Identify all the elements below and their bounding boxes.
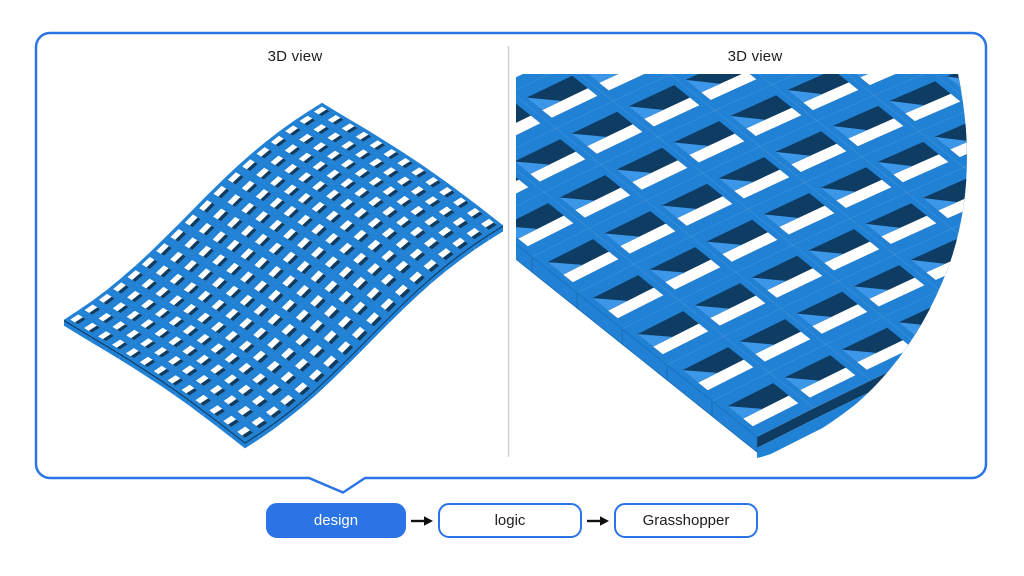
workflow-bar: design logic Grasshopper	[0, 503, 1024, 538]
flow-node-design[interactable]: design	[266, 503, 406, 538]
flow-arrow-icon	[411, 515, 433, 526]
flow-arrow-icon	[587, 515, 609, 526]
panel-title-left: 3D view	[267, 48, 323, 65]
3d-model-overview	[64, 102, 503, 449]
flow-node-grasshopper[interactable]: Grasshopper	[614, 503, 758, 538]
panel-title-right: 3D view	[727, 48, 783, 65]
flow-node-logic[interactable]: logic	[438, 503, 582, 538]
